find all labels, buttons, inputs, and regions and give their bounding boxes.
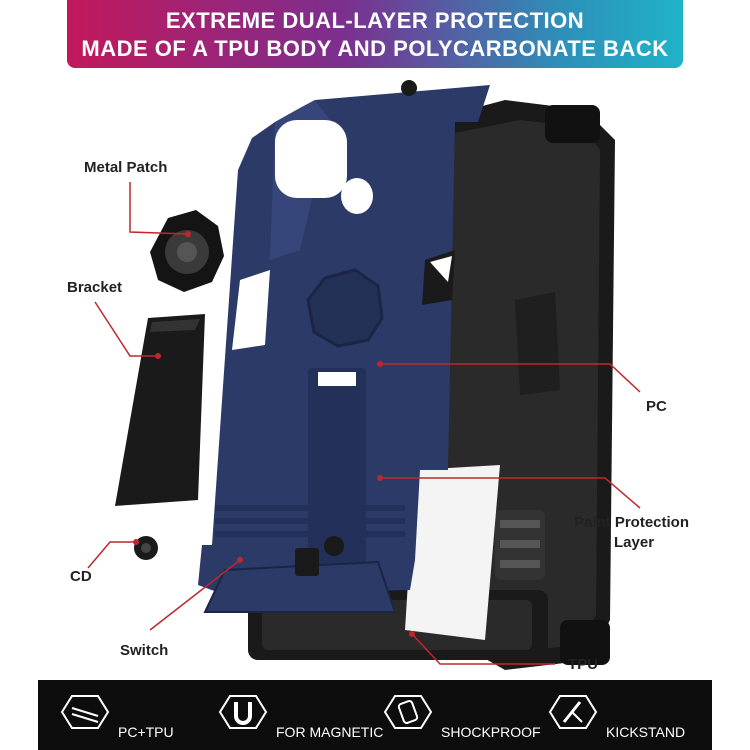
label-tpu: TPU — [568, 656, 598, 673]
feature-bar: PC+TPU FOR MAGNETIC SHOCKPROOF KICKSTAND — [38, 680, 712, 750]
feature-shockproof: SHOCKPROOF — [383, 680, 543, 750]
label-paint-layer: Layer — [614, 534, 655, 551]
label-metal-patch: Metal Patch — [84, 159, 168, 176]
magnet-icon — [218, 695, 268, 729]
callout-dots — [133, 231, 415, 637]
feature-magnetic: FOR MAGNETIC — [218, 680, 388, 750]
layers-icon — [60, 695, 110, 729]
label-bracket: Bracket — [67, 279, 123, 296]
label-paint-protection: Paint Protection — [574, 514, 690, 531]
label-switch: Switch — [120, 642, 169, 659]
label-pc: PC — [646, 398, 667, 415]
metal-patch-part — [150, 210, 224, 292]
phone-shock-icon — [383, 695, 433, 729]
bracket-part — [115, 314, 205, 506]
feature-kickstand: KICKSTAND — [548, 680, 708, 750]
feature-pc-tpu: PC+TPU — [60, 680, 210, 750]
product-illustration — [87, 80, 641, 670]
header-banner: EXTREME DUAL-LAYER PROTECTION MADE OF A … — [67, 0, 683, 68]
paint-protection-panel — [405, 465, 500, 640]
kickstand-icon — [548, 695, 598, 729]
label-cd: CD — [70, 568, 92, 585]
pc-case — [198, 80, 490, 613]
banner-title: EXTREME DUAL-LAYER PROTECTION — [165, 8, 585, 33]
banner-subtitle: MADE OF A TPU BODY AND POLYCARBONATE BAC… — [81, 36, 669, 61]
callout-lines — [87, 182, 641, 665]
